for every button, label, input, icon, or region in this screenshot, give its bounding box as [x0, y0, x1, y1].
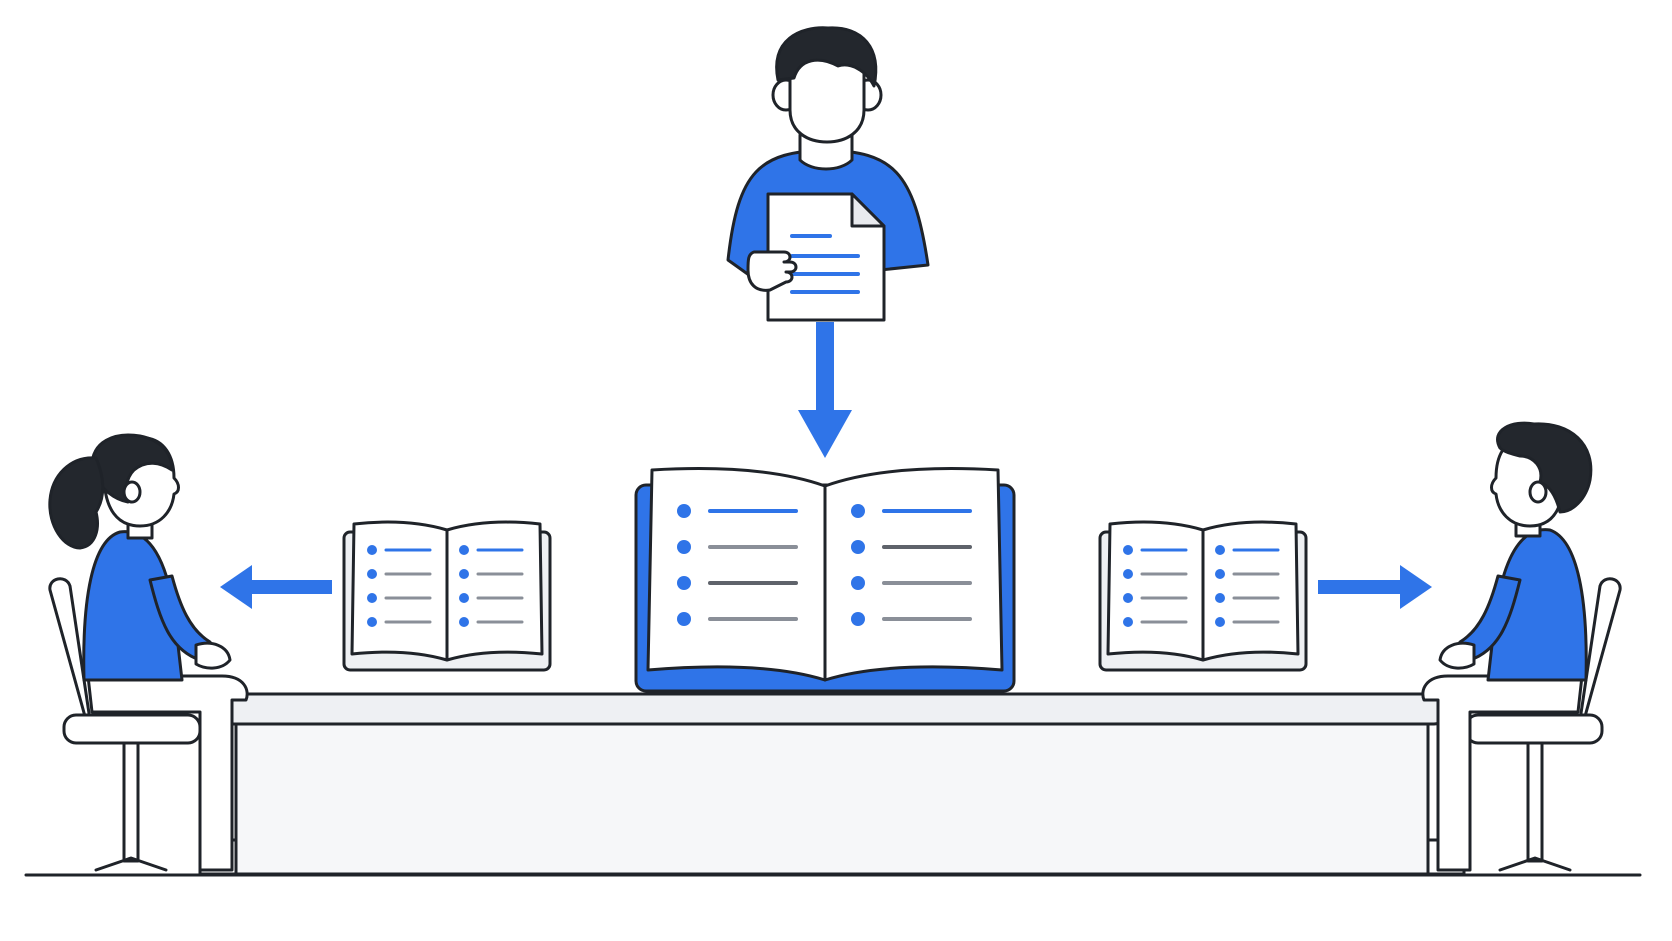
left-arrow-icon	[220, 565, 332, 609]
shared-book-right-page-list	[851, 504, 972, 626]
shared-book-left-page-list	[677, 504, 798, 626]
chair-right	[1464, 577, 1622, 872]
chair-left	[48, 577, 202, 872]
table	[198, 692, 1466, 876]
book-copy-left	[342, 520, 552, 672]
listener-right	[1421, 421, 1622, 872]
book-copy-right	[1098, 520, 1308, 672]
presenter-figure	[726, 26, 930, 322]
table-top	[216, 692, 1448, 726]
listener-left	[48, 433, 249, 872]
down-arrow-icon	[798, 322, 852, 458]
document-icon	[766, 192, 886, 322]
shared-book	[634, 467, 1016, 693]
right-arrow-icon	[1318, 565, 1432, 609]
